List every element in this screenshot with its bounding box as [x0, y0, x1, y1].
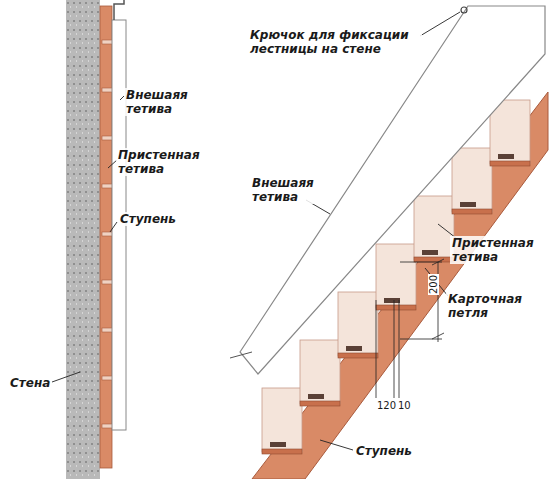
tread: [452, 209, 492, 214]
tread: [376, 305, 416, 310]
tread: [300, 401, 340, 406]
outer-stringer: [240, 6, 545, 374]
tread: [338, 353, 378, 358]
part-label: Пристенная тетива: [116, 148, 212, 176]
dimension-lines: [376, 259, 444, 398]
wall: [66, 0, 100, 479]
hook: [461, 7, 467, 13]
part-label: Карточная петля: [446, 292, 530, 320]
part-label: Пристенная тетива: [450, 236, 546, 264]
hinge: [460, 202, 476, 207]
hinge: [422, 250, 438, 255]
step: [376, 244, 416, 308]
dimension: 120: [376, 400, 397, 411]
part-label: Стена: [8, 376, 52, 390]
leader-lines: [52, 12, 460, 450]
step: [490, 100, 530, 164]
part-label: Внешаяя тетива: [250, 176, 334, 204]
hinge: [384, 298, 400, 303]
wall-stringer: [100, 6, 112, 468]
step: [452, 148, 492, 212]
part-label: Ступень: [354, 444, 414, 458]
step: [338, 292, 378, 356]
dimension: 10: [397, 400, 412, 411]
part-label: Крючок для фиксации лестницы на стене: [248, 28, 422, 56]
step: [262, 388, 302, 452]
part-label: Внешаяя тетива: [124, 88, 208, 116]
tread: [414, 257, 454, 262]
step: [300, 340, 340, 404]
edge-line: [230, 352, 252, 358]
step: [414, 196, 454, 260]
hinge: [270, 442, 286, 447]
dimension: 200: [428, 274, 439, 295]
hinge: [308, 394, 324, 399]
tread: [490, 161, 530, 166]
hinge: [498, 154, 514, 159]
tread: [262, 449, 302, 454]
hinge: [346, 346, 362, 351]
hook: [114, 0, 124, 20]
part-label: Ступень: [118, 212, 178, 226]
